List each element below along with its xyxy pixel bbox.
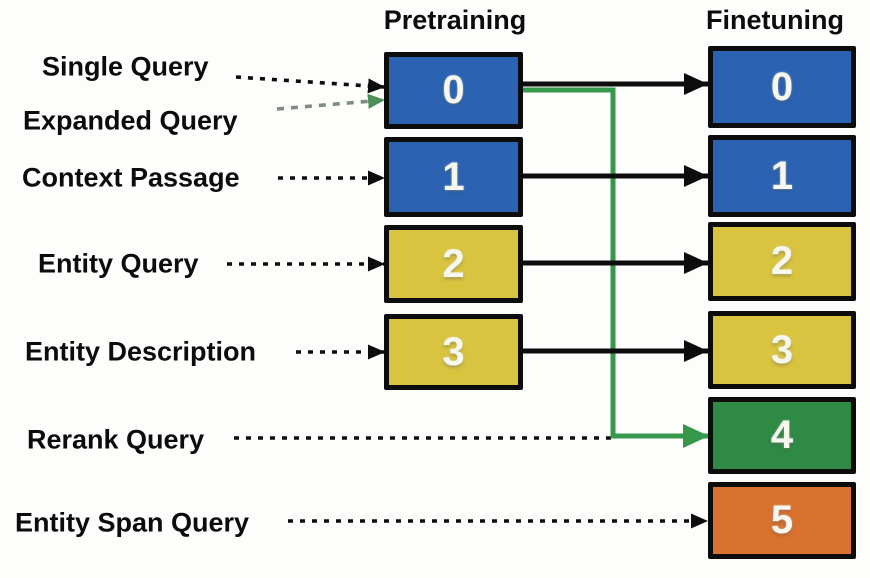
pretraining0-to-finetuning4-green-arrow	[523, 87, 709, 448]
label-entity-description: Entity Description	[25, 336, 257, 367]
finetuning-box-4-value: 4	[770, 413, 794, 457]
pretraining-column-header: Pretraining	[383, 5, 527, 35]
finetuning-box-0: 0	[708, 46, 856, 128]
pretraining-box-1-value: 1	[442, 154, 465, 199]
finetuning-box-2-value: 2	[770, 239, 794, 283]
label-rerank-query: Rerank Query	[27, 424, 205, 455]
label-expanded-query: Expanded Query	[23, 105, 238, 136]
finetuning-box-3: 3	[708, 311, 856, 389]
pretraining-box-2: 2	[384, 225, 523, 303]
label-context-passage: Context Passage	[22, 162, 240, 193]
pretraining-box-2-value: 2	[442, 241, 465, 286]
pretraining-box-0: 0	[384, 52, 523, 129]
expanded-query-arrow	[276, 93, 385, 111]
finetuning-box-5-value: 5	[770, 498, 794, 542]
pretraining-box-3: 3	[384, 314, 523, 390]
finetuning-box-1-value: 1	[770, 153, 794, 198]
pretraining-box-3-value: 3	[442, 329, 465, 374]
label-entity-span-query: Entity Span Query	[15, 507, 250, 538]
finetuning-box-5: 5	[708, 482, 856, 559]
finetuning-box-2: 2	[708, 222, 856, 301]
finetuning-box-3-value: 3	[770, 327, 794, 372]
finetuning-box-0-value: 0	[770, 64, 794, 109]
finetuning-box-4: 4	[708, 397, 856, 474]
finetuning-column-header: Finetuning	[706, 5, 844, 35]
single-query-arrow	[235, 75, 385, 94]
label-single-query: Single Query	[42, 51, 209, 82]
pretraining-box-1: 1	[384, 137, 523, 217]
finetuning-box-1: 1	[708, 135, 856, 217]
label-entity-query: Entity Query	[38, 248, 199, 279]
pretraining-box-0-value: 0	[442, 68, 465, 112]
